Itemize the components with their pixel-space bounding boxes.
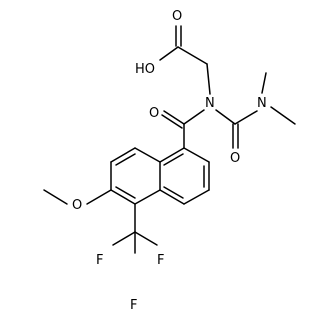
bond-ring-b2 (110, 147, 136, 163)
bond-n-urea-c (215, 109, 236, 125)
bond-ring-b4-inner (115, 186, 136, 199)
bond-acid-c-ch2 (177, 46, 208, 65)
atom-n-imide: N (205, 96, 215, 111)
bond-methoxy-methyl (43, 189, 68, 205)
atom-o-acid-carbonyl: O (172, 9, 182, 24)
bond-ring-a6-inner (163, 153, 184, 166)
bond-ring-b2-inner (115, 153, 136, 166)
atom-labels: O HO O N N O O F F F (72, 9, 267, 313)
bond-urea-c-n (234, 110, 258, 125)
bond-c-f-left (112, 231, 136, 246)
bond-ring-b1 (134, 147, 161, 163)
atom-o-methoxy: O (72, 198, 82, 213)
bond-n-methyl-up (261, 72, 267, 94)
bond-ring-a4 (159, 189, 185, 205)
bond-ring-b4 (110, 189, 136, 205)
bond-ring-methoxy-o (86, 189, 112, 205)
bond-ring-a3 (183, 189, 210, 205)
bond-c-f-right (134, 231, 158, 246)
bond-ring-a1 (183, 147, 210, 163)
bond-ring-a6 (159, 147, 185, 163)
atom-n-dimethyl: N (257, 96, 267, 111)
bond-ring-a4-inner (163, 186, 184, 199)
bond-amide-co-2 (161, 114, 183, 129)
atom-o-amide: O (149, 106, 159, 121)
bond-ring-b5 (134, 189, 161, 205)
bond-n-amide-c (183, 109, 205, 125)
bond-acid-c-oh (159, 46, 179, 61)
atom-f-left: F (96, 253, 103, 268)
atom-f-bottom: F (130, 298, 137, 313)
bonds (43, 25, 296, 254)
atom-f-right: F (157, 253, 164, 268)
bond-amide-co-1 (163, 110, 185, 125)
bond-ch2-n (206, 63, 211, 95)
atom-o-urea: O (230, 151, 240, 166)
bond-n-methyl-right (270, 106, 296, 125)
atom-hydroxyl: HO (135, 62, 155, 77)
